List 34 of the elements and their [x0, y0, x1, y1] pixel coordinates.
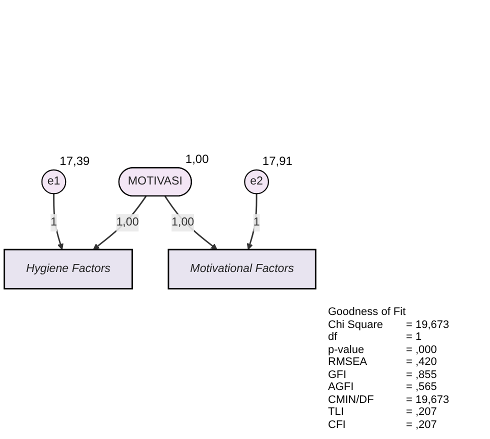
- arrow: [53, 194, 64, 250]
- fit-index-name: RMSEA: [328, 356, 368, 368]
- value-label: 1,00: [185, 152, 209, 166]
- fit-index-value: = ,420: [406, 356, 437, 368]
- node-box: Hygiene Factors: [4, 248, 133, 290]
- value-label: 17,39: [60, 154, 90, 168]
- fit-index-value: = ,000: [406, 344, 437, 356]
- table-heading: Goodness of Fit: [328, 306, 406, 318]
- fit-index-name: df: [328, 331, 338, 344]
- node-circle: e1: [41, 169, 66, 194]
- node-circle: e2: [244, 169, 269, 194]
- fit-index-value: = ,207: [406, 406, 437, 418]
- fit-index-value: = 19,673: [406, 318, 450, 331]
- fit-index-name: AGFI: [328, 381, 355, 394]
- edge-label: 1,00: [116, 216, 139, 229]
- edge-label: 1,00: [172, 216, 194, 229]
- fit-index-value: = ,207: [406, 418, 437, 431]
- node-box: Motivational Factors: [168, 248, 316, 290]
- edge-label: 1: [50, 216, 58, 229]
- fit-index-value: = ,855: [406, 368, 437, 381]
- arrow: [92, 196, 147, 250]
- fit-index-name: CFI: [328, 418, 347, 431]
- fit-index-value: = ,565: [406, 381, 437, 394]
- edge-label: 1: [253, 216, 260, 229]
- fit-index-name: GFI: [328, 368, 348, 381]
- arrow: [246, 194, 258, 250]
- value-label: 17,91: [262, 154, 292, 168]
- fit-index-name: Chi Square: [328, 318, 384, 331]
- fit-index-name: TLI: [328, 406, 345, 418]
- fit-index-value: = 19,673: [406, 394, 450, 406]
- arrow: [164, 196, 218, 250]
- fit-index-name: p-value: [328, 344, 366, 356]
- fit-index-value: = 1: [406, 331, 422, 344]
- fit-index-name: CMIN/DF: [328, 394, 375, 406]
